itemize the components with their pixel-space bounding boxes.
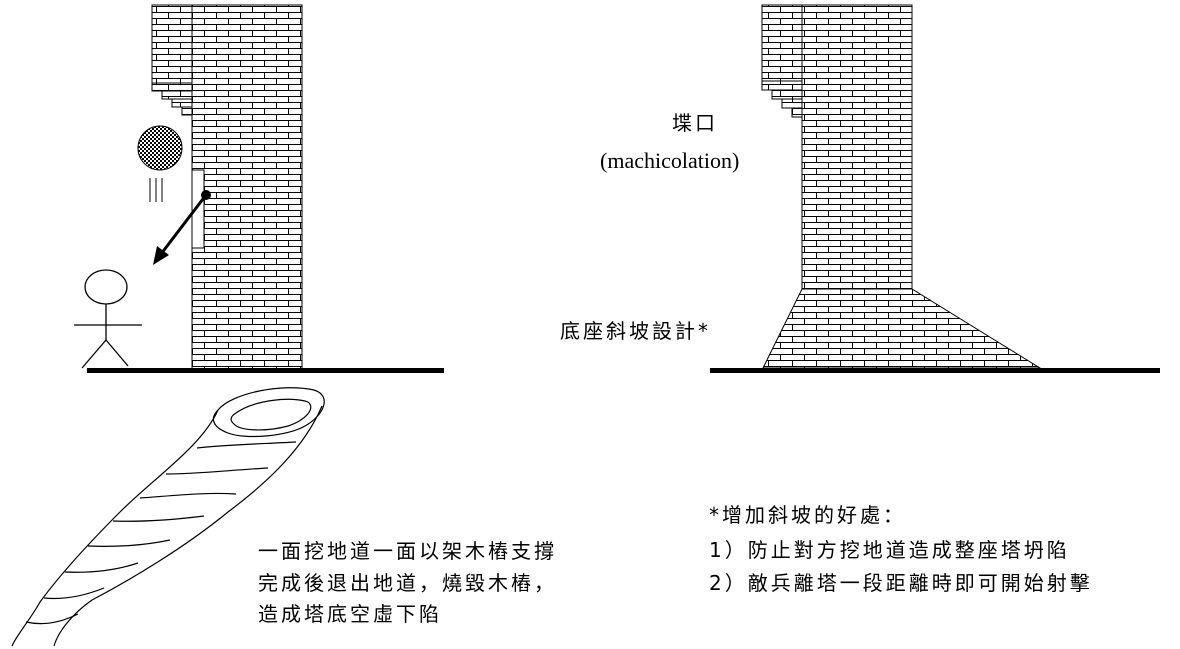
right-corbel-step-1	[761, 80, 805, 91]
tunnel-note-line: 完成後退出地道，燒毀木樁，	[258, 571, 557, 595]
tunnel-rib	[87, 539, 171, 547]
tunnel-bottom-wall	[53, 405, 323, 647]
right-tower-sloped-base	[762, 288, 1042, 369]
tunnel-note: 一面挖地道一面以架木樁支撐 完成後退出地道，燒毀木樁， 造成塔底空虛下陷	[258, 539, 557, 626]
tunnel-rib	[25, 613, 79, 625]
right-ground-line	[710, 368, 1160, 373]
benefit-note-line: *增加斜坡的好處：	[709, 503, 906, 527]
tunnel-note-line: 造成塔底空虛下陷	[258, 602, 442, 626]
left-corbel-step-1	[151, 82, 195, 92]
tunnel-rib	[43, 587, 105, 600]
tunnel-top-wall	[11, 409, 219, 647]
left-tower-opening	[191, 169, 205, 249]
arrow-head	[153, 246, 169, 265]
benefit-note: *增加斜坡的好處： 1）防止對方挖地道造成整座塔坍陷 2）敵兵離塔一段距離時即可…	[709, 503, 1093, 595]
tunnel-rib	[196, 441, 297, 449]
left-ground-line	[87, 368, 444, 373]
falling-stone	[137, 125, 183, 202]
left-machicolation-overhang	[151, 4, 195, 84]
machicolation-label-cn: 堞口	[672, 111, 718, 135]
stick-figure	[74, 269, 142, 369]
tunnel-note-line: 一面挖地道一面以架木樁支撐	[258, 539, 557, 563]
right-tower-wall	[801, 4, 913, 290]
left-tower-wall	[191, 4, 303, 370]
left-tower	[151, 4, 303, 370]
right-corbel-step-3	[781, 98, 805, 109]
benefit-note-line: 1）防止對方挖地道造成整座塔坍陷	[709, 538, 1070, 562]
arrow-shaft	[159, 194, 208, 255]
figure-leg-right	[105, 339, 129, 367]
figure-leg-left	[81, 339, 107, 369]
figure-head	[84, 269, 128, 305]
tunnel-rib	[112, 515, 205, 522]
tunnel-rib	[139, 492, 237, 499]
left-corbel-step-2	[161, 90, 195, 100]
mining-tunnel	[11, 387, 325, 647]
tunnel-end-inner	[230, 398, 312, 431]
shot-arrow	[153, 190, 211, 265]
stone-ball	[137, 125, 183, 171]
tunnel-rib	[165, 467, 269, 475]
left-corbel-step-3	[171, 98, 195, 108]
right-tower	[761, 4, 1042, 369]
right-machicolation-overhang	[761, 4, 805, 82]
base-slope-label: 底座斜坡設計*	[560, 319, 711, 343]
tunnel-rib	[64, 562, 139, 573]
benefit-note-line: 2）敵兵離塔一段距離時即可開始射擊	[709, 571, 1093, 595]
right-corbel-step-2	[771, 89, 805, 100]
machicolation-label-en: (machicolation)	[600, 148, 739, 173]
